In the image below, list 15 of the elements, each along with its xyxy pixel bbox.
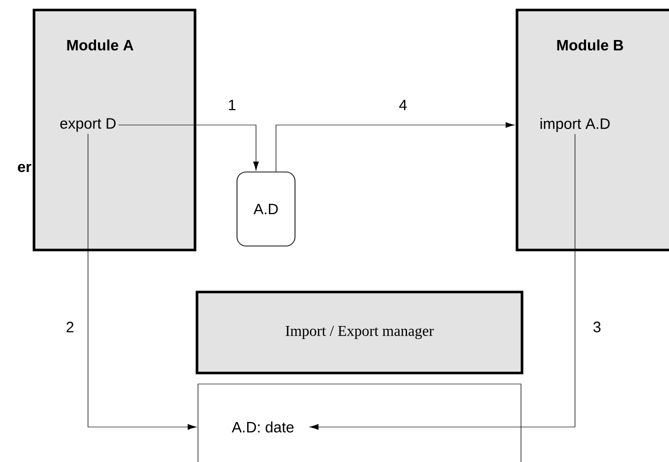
arrow <box>88 134 196 430</box>
arrow <box>276 122 514 172</box>
edge-label: 4 <box>399 100 407 110</box>
edge-label: 3 <box>593 322 601 332</box>
storage-box: A.D <box>236 172 296 246</box>
manager-box: Import / Export manager <box>196 290 524 374</box>
item-text: import A.D <box>540 118 610 132</box>
item-text: export D <box>60 118 116 132</box>
arrow <box>310 134 576 430</box>
edge-label: 1 <box>228 100 236 110</box>
cut-off-text: er <box>18 164 32 172</box>
table-box <box>198 384 522 462</box>
item-text: A.D: date <box>232 421 294 432</box>
edge-label: 2 <box>66 322 74 332</box>
arrow <box>118 124 259 170</box>
